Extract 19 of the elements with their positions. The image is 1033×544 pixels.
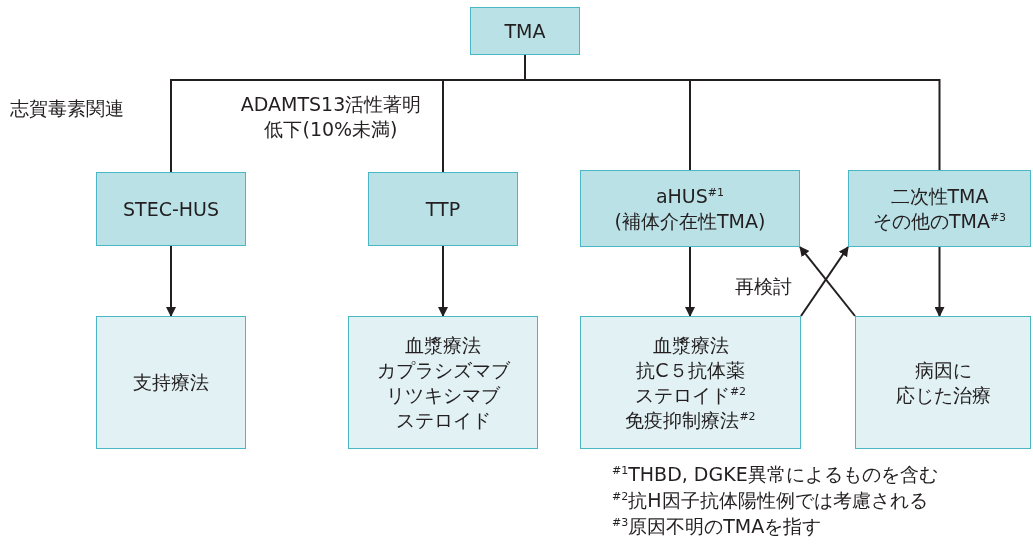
diagnosis-box: 二次性TMA その他のTMA$^{#3}$ — [848, 170, 1031, 247]
diagnosis-box: TTP — [368, 172, 518, 246]
treatment-box: 血漿療法 抗C５抗体薬 ステロイド$^{#2}$ 免疫抑制療法$^{#2}$ — [580, 316, 801, 449]
treatment-box: 病因に応じた治療 — [855, 316, 1031, 449]
annotation-text: 再検討 — [735, 274, 792, 299]
diagnosis-box: aHUS$^{#1}$ (補体介在性TMA) — [580, 170, 800, 247]
footnote: $^{#1}$THBD, DGKE異常によるものを含む — [612, 462, 938, 487]
arrow — [934, 246, 945, 317]
condition-label: ADAMTS13活性著明低下(10%未満) — [240, 92, 422, 142]
arrow — [685, 246, 695, 317]
condition-label: 志賀毒素関連 — [10, 96, 124, 121]
footnote: $^{#3}$原因不明のTMAを指す — [612, 514, 822, 539]
arrow — [438, 245, 448, 317]
diagnosis-box: STEC-HUS — [96, 172, 246, 246]
treatment-box: 血漿療法 カプラシズマブ リツキシマブ ステロイド — [348, 316, 538, 449]
footnote: $^{#2}$抗H因子抗体陽性例では考慮される — [612, 488, 928, 513]
diagnosis-box: TMA — [470, 7, 580, 55]
arrow — [166, 245, 176, 317]
treatment-box: 支持療法 — [96, 316, 246, 449]
